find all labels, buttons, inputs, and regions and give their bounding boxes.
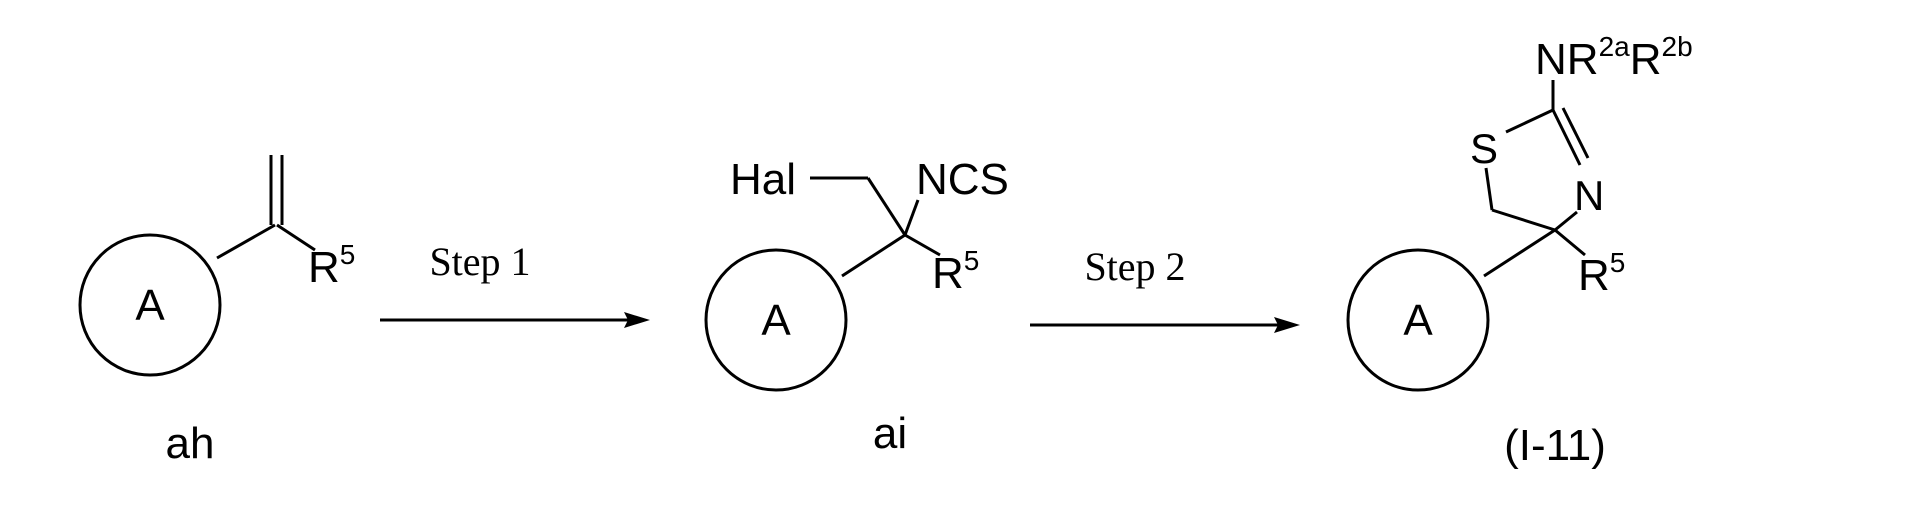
bond-c2-n3-b xyxy=(1563,108,1588,158)
amine-label: NR2aR2b xyxy=(1535,31,1693,84)
bond-c4-c5 xyxy=(1492,210,1555,230)
n-atom-label: N xyxy=(1574,172,1604,219)
bond-n3-c4 xyxy=(1555,212,1577,230)
step-1: Step 1 xyxy=(380,239,650,328)
r5-label-ai: R5 xyxy=(932,245,979,298)
bond-c5-s xyxy=(1486,168,1492,210)
bond-s-c2 xyxy=(1506,110,1553,132)
step-1-label: Step 1 xyxy=(429,239,530,284)
ring-a-label-ai: A xyxy=(761,296,791,345)
r5-label-product: R5 xyxy=(1578,247,1625,300)
s-atom-label: S xyxy=(1470,125,1498,172)
ring-a-label-product: A xyxy=(1403,296,1433,345)
ring-a-label-ah: A xyxy=(135,281,165,330)
bond-ring-vinyl xyxy=(217,225,275,258)
bond-ring-c4 xyxy=(1484,230,1555,276)
compound-ah: A R5 ah xyxy=(80,155,355,468)
ncs-label: NCS xyxy=(916,155,1009,204)
compound-ai: A Hal NCS R5 ai xyxy=(706,155,1009,458)
hal-label: Hal xyxy=(730,155,796,204)
r5-label-ah: R5 xyxy=(308,239,355,292)
step-2: Step 2 xyxy=(1030,244,1300,333)
compound-name-i-11: (I-11) xyxy=(1504,421,1606,470)
compound-name-ah: ah xyxy=(166,419,215,468)
step-2-label: Step 2 xyxy=(1084,244,1185,289)
compound-i-11: A S N NR2aR2b R5 (I-11) xyxy=(1348,31,1693,470)
bond-ring-quatc xyxy=(842,235,905,276)
bond-quatc-ch2 xyxy=(868,178,905,235)
compound-name-ai: ai xyxy=(873,409,907,458)
bond-quatc-ncs xyxy=(905,200,918,235)
